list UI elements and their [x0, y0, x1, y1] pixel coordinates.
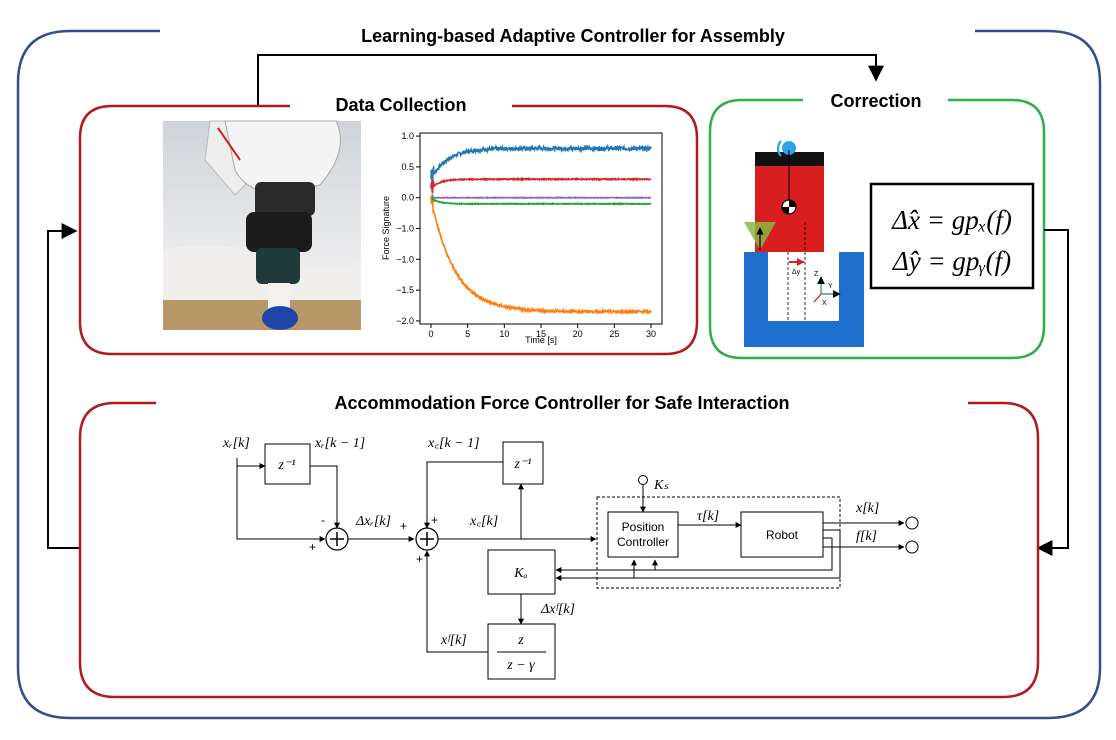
force-series-line	[430, 176, 651, 194]
right-arrow	[1036, 229, 1069, 556]
y-tick-label: 0.5	[401, 162, 414, 172]
sign-minus-1: -	[321, 513, 325, 527]
left-arrow	[47, 223, 80, 549]
x-tick-label: 25	[609, 329, 619, 339]
label-x-k: x[k]	[855, 501, 879, 516]
accommodation-title: Accommodation Force Controller for Safe …	[334, 393, 789, 413]
x-tick-label: 15	[536, 329, 546, 339]
force-series-line	[430, 197, 652, 316]
summing-junction-1	[325, 527, 349, 551]
svg-text:Robot: Robot	[766, 528, 799, 542]
svg-text:z: z	[517, 633, 524, 648]
label-ks: Kₛ	[653, 478, 669, 493]
force-chart: 0 5 10 15 20 25 30 1.0 0.5 0.0 −1.0 −1.0 −1.5 −2.0 Ti…	[381, 131, 663, 345]
label-xc-km1: x꜀[k − 1]	[427, 436, 480, 451]
sign-plus-2: +	[400, 519, 407, 533]
block-robot: Robot	[740, 511, 824, 558]
label-tau-k: τ[k]	[697, 509, 719, 524]
x-tick-label: 30	[646, 329, 656, 339]
label-xr-km1: xᵣ[k − 1]	[314, 436, 365, 451]
axis-z-label: Z	[814, 271, 819, 278]
x-tick-label: 5	[465, 329, 470, 339]
label-delta-xf: Δxᶠ[k]	[540, 602, 575, 617]
label-xr-k: xᵣ[k]	[222, 436, 250, 451]
force-series-line	[430, 143, 652, 186]
chart-ylabel: Force Signature	[381, 196, 391, 260]
peg-in-hole-illustration: Δy Z Y X	[744, 140, 864, 347]
block-diagram	[236, 458, 905, 653]
equation-delta-y: Δ̂y = gpᵧ(f)	[892, 246, 1011, 276]
label-xc-k: x꜀[k]	[469, 514, 498, 529]
output-x-terminal	[905, 516, 919, 530]
svg-text:z⁻¹: z⁻¹	[513, 457, 531, 472]
equation-delta-x: Δ̂x = gpₓ(f)	[891, 205, 1012, 235]
correction-title: Correction	[830, 91, 921, 111]
block-ka: Kₐ	[487, 549, 556, 595]
x-tick-label: 20	[573, 329, 583, 339]
x-tick-label: 0	[428, 329, 433, 339]
accommodation-box	[78, 401, 1040, 699]
x-tick-label: 10	[499, 329, 509, 339]
block-position-controller: Position Controller	[607, 511, 679, 558]
top-arrow	[257, 54, 884, 106]
main-title: Learning-based Adaptive Controller for A…	[361, 26, 785, 46]
y-tick-label: −1.5	[396, 285, 414, 295]
summing-junction-2	[415, 527, 439, 551]
block-z-inverse-1: z⁻¹	[264, 443, 311, 485]
block-filter: z z − γ	[487, 623, 556, 680]
rotation-icon	[782, 141, 796, 155]
block-z-inverse-2: z⁻¹	[502, 441, 544, 485]
sign-plus-1: +	[309, 540, 316, 554]
y-tick-label: −2.0	[396, 316, 414, 326]
robot-photo	[163, 120, 361, 330]
correction-equations: Δ̂x = gpₓ(f) Δ̂y = gpᵧ(f)	[869, 182, 1035, 290]
force-series-line	[430, 194, 652, 202]
y-tick-label: 0.0	[401, 193, 414, 203]
data-collection-box	[78, 104, 699, 356]
output-f-terminal	[905, 540, 919, 554]
label-xf-k: xᶠ[k]	[440, 633, 467, 648]
svg-text:Controller: Controller	[617, 535, 669, 549]
svg-text:Position: Position	[622, 520, 665, 534]
ks-terminal	[638, 475, 648, 485]
y-tick-label: −1.0	[396, 254, 414, 264]
svg-text:Kₐ: Kₐ	[513, 566, 527, 581]
svg-text:z − γ: z − γ	[506, 658, 535, 673]
sign-plus-4: +	[416, 552, 423, 566]
sign-plus-3: +	[431, 513, 438, 527]
axis-x-label: X	[822, 300, 827, 307]
data-collection-title: Data Collection	[335, 95, 466, 115]
outer-frame	[16, 29, 1102, 720]
force-series-line	[430, 195, 652, 206]
label-delta-xr: Δxᵣ[k]	[355, 514, 391, 529]
y-tick-label: 1.0	[401, 131, 414, 141]
svg-text:z⁻¹: z⁻¹	[277, 458, 295, 473]
label-f-k: f[k]	[856, 529, 877, 544]
chart-xlabel: Time [s]	[525, 335, 557, 345]
y-tick-label: −1.0	[396, 224, 414, 234]
delta-y-label: Δy	[792, 269, 801, 276]
correction-box	[708, 98, 1046, 360]
chart-frame	[419, 132, 663, 325]
axis-y-label: Y	[828, 283, 833, 290]
